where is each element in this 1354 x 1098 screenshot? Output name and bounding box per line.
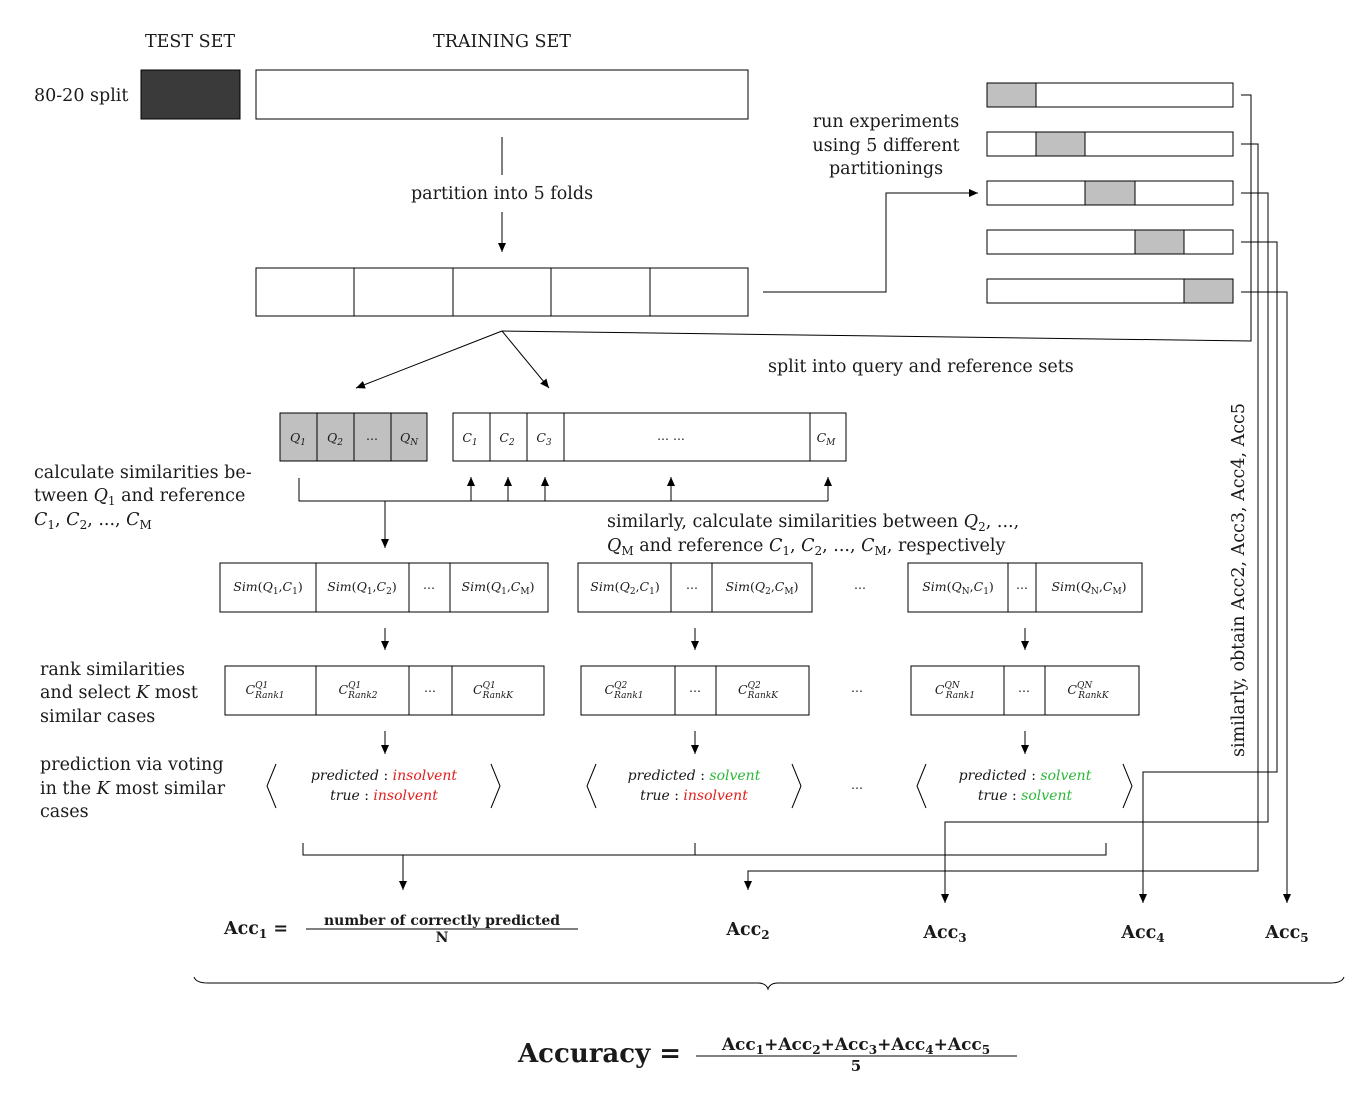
svg-text:true : insolvent: true : insolvent [640,788,748,804]
acc1-numerator: number of correctly predicted [324,913,560,929]
accuracy-denominator: 5 [851,1057,861,1075]
calc-line3: C1, C2, ..., CM [34,510,152,532]
similarly-line1: similarly, calculate similarities betwee… [607,512,1019,534]
final-accuracy-formula: Accuracy = Acc1+Acc2+Acc3+Acc4+Acc5 5 [517,1035,1017,1075]
query-cell-dots: ... [366,428,378,443]
svg-text:predicted : solvent: predicted : solvent [628,768,761,784]
run-experiments-line1: run experiments [813,112,959,132]
partition1-connector [501,94,1252,342]
five-folds [255,267,749,317]
acc4-label: Acc4 [1120,923,1164,945]
sim-q1-c1: Sim(Q1,C1) [233,579,302,597]
vote-line2: in the K most similar [40,779,226,799]
acc1-formula: Acc1 = number of correctly predicted N [223,913,578,946]
pred-between-dots: ... [851,777,863,792]
calc-line1: calculate similarities be- [34,463,252,483]
rank-qn-dots: ... [1018,680,1030,695]
svg-text:true : insolvent: true : insolvent [330,788,438,804]
sim-qn-dots: ... [1016,577,1028,592]
rank-line2: and select K most [40,683,198,703]
sim-group-qn: Sim(QN,C1) ... Sim(QN,CM) [907,562,1143,613]
svg-text:Acc1 =: Acc1 = [223,919,288,941]
vertical-similarly-label: similarly, obtain Acc2, Acc3, Acc4, Acc5 [1229,403,1249,757]
sim-between-dots: ... [854,577,866,592]
partitioning-1 [986,82,1234,108]
underbrace [193,976,1345,991]
rank-line1: rank similarities [40,660,185,680]
vote-line3: cases [40,802,89,822]
partition-label: partition into 5 folds [411,184,593,204]
accuracy-label: Accuracy = [517,1039,681,1069]
sim-q1-c2: Sim(Q1,C2) [327,579,396,597]
vertical-similarly-text: similarly, obtain Acc2, Acc3, Acc4, Acc5 [1229,403,1249,757]
sim-qn-cm: Sim(QN,CM) [1051,579,1126,597]
partition3-connector [941,192,1269,903]
sim-q1-dots: ... [423,577,435,592]
svg-text:true : solvent: true : solvent [978,788,1073,804]
prediction-n: predicted : solvent true : solvent [916,763,1133,809]
sim-group-q2: Sim(Q2,C1) ... Sim(Q2,CM) [577,562,813,613]
partition2-connector [744,143,1259,890]
sim-q2-cm: Sim(Q2,CM) [726,579,799,597]
sim-q2-c1: Sim(Q2,C1) [590,579,659,597]
ref-cell-dots: ... ... [657,428,685,443]
sim-q2-dots: ... [686,577,698,592]
similarity-bracket [298,477,832,548]
partitioning-2 [986,131,1234,157]
acc5-label: Acc5 [1264,923,1308,945]
partitioning-4 [986,229,1234,255]
prediction-2: predicted : solvent true : insolvent [586,763,802,809]
training-set-block [255,69,749,120]
acc2-label: Acc2 [725,920,769,942]
query-set: Q1 Q2 ... QN [279,412,428,462]
split-query-label: split into query and reference sets [768,357,1074,377]
split-arrow-reference [501,330,550,389]
to-partitionings-arrow [763,189,978,293]
split-arrow-query [355,330,503,389]
run-experiments-line2: using 5 different [812,136,959,156]
rank-q1-dots: ... [424,680,436,695]
acc1-bracket [302,843,1107,890]
rank-between-dots: ... [851,680,863,695]
sim-q1-cm: Sim(Q1,CM) [462,579,535,597]
vote-line1: prediction via voting [40,755,224,775]
calc-line2: tween Q1 and reference [34,486,245,508]
training-set-label: TRAINING SET [433,32,571,52]
partitioning-3 [986,180,1234,206]
acc3-label: Acc3 [922,923,966,945]
split-label: 80-20 split [34,86,128,106]
acc1-denominator: N [436,930,449,946]
rank-q2-dots: ... [689,680,701,695]
test-set-label: TEST SET [145,32,235,52]
partition5-connector [1241,291,1291,903]
svg-text:predicted : solvent: predicted : solvent [959,768,1092,784]
accuracy-numerator: Acc1+Acc2+Acc3+Acc4+Acc5 [721,1035,990,1057]
similarly-line2: QM and reference C1, C2, ..., CM, respec… [607,536,1005,558]
test-set-block [140,69,241,120]
rank-line3: similar cases [40,707,155,727]
run-experiments-line3: partitionings [829,159,943,179]
prediction-1: predicted : insolvent true : insolvent [266,763,501,809]
partition4-connector [1139,241,1278,903]
sim-group-q1: Sim(Q1,C1) Sim(Q1,C2) ... Sim(Q1,CM) [219,562,549,613]
reference-set: C1 C2 C3 ... ... CM [452,412,847,462]
svg-text:predicted : insolvent: predicted : insolvent [311,768,458,784]
sim-qn-c1: Sim(QN,C1) [922,579,994,597]
partitioning-5 [986,278,1234,304]
